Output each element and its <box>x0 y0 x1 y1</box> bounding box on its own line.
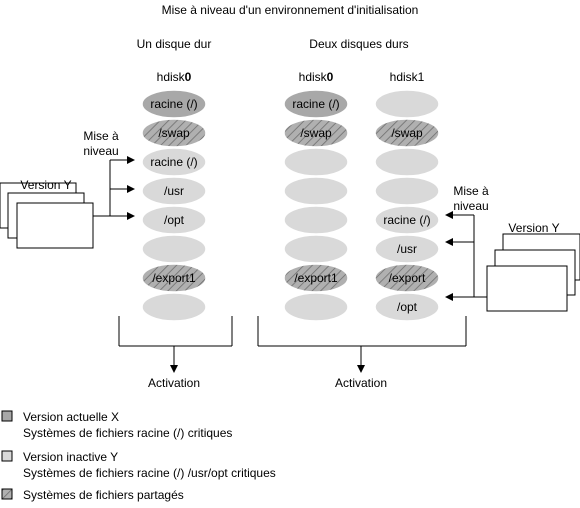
disk-slice-label: /export1 <box>152 271 196 285</box>
disk-slice-light <box>374 89 440 119</box>
left-upgrade-arrows <box>93 156 135 220</box>
legend-item-inactive: Version inactive Y Systèmes de fichiers … <box>1 450 276 480</box>
disk-slice-light <box>283 292 349 322</box>
right-disk0-stack: racine (/) /swap/export1 <box>283 89 349 322</box>
disk-slice-dark <box>141 89 207 119</box>
disk-slice-light <box>141 147 207 177</box>
disk-slice-light <box>374 147 440 177</box>
right-activation-label: Activation <box>335 376 387 390</box>
legend-item-current: Version actuelle X Systèmes de fichiers … <box>1 410 232 440</box>
disk-slice-light <box>141 205 207 235</box>
disk-slice-light <box>374 292 440 322</box>
disk-slice-light <box>141 292 207 322</box>
disk-slice-light <box>374 176 440 206</box>
left-activation-label: Activation <box>148 376 200 390</box>
disk-slice-label: racine (/) <box>383 213 430 227</box>
legend-inactive-line1: Version inactive Y <box>23 450 118 464</box>
legend-shared-line1: Systèmes de fichiers partagés <box>23 488 184 502</box>
disk-slice-label: /opt <box>164 213 185 227</box>
disk-slice-label: /export1 <box>294 271 338 285</box>
disk-slice-label: /usr <box>164 184 184 198</box>
legend: Version actuelle X Systèmes de fichiers … <box>1 410 276 502</box>
disk-slice-label: /export <box>389 271 426 285</box>
disk-slice-light <box>374 234 440 264</box>
diagram-title: Mise à niveau d'un environnement d'initi… <box>162 3 419 17</box>
disk-slice-label: /swap <box>300 126 332 140</box>
disk-slice-label: /swap <box>158 126 190 140</box>
disk-slice-hatch <box>374 118 440 148</box>
left-disk-label: hdisk0 <box>157 70 192 84</box>
disk-slice-label: racine (/) <box>292 97 339 111</box>
disk-slice-label: /swap <box>391 126 423 140</box>
right-disk1-label: hdisk1 <box>390 70 425 84</box>
right-heading: Deux disques durs <box>309 37 408 51</box>
legend-current-line1: Version actuelle X <box>23 410 119 424</box>
left-disk-stack: racine (/) /swap racine (/) /usr/opt/export… <box>141 89 207 322</box>
legend-current-line2: Systèmes de fichiers racine (/) critique… <box>23 426 232 440</box>
disk-slice-light <box>141 176 207 206</box>
right-version-y-docs <box>486 233 580 312</box>
disk-slice-label: racine (/) <box>150 155 197 169</box>
disk-slice-label: racine (/) <box>150 97 197 111</box>
disk-slice-light <box>141 234 207 264</box>
legend-inactive-line2: Systèmes de fichiers racine (/) /usr/opt… <box>23 466 276 480</box>
disk-slice-hatch <box>283 263 349 293</box>
legend-swatch-dark <box>1 410 13 422</box>
disk-slice-light <box>283 205 349 235</box>
legend-swatch-light <box>1 450 13 462</box>
disk-slice-hatch <box>141 263 207 293</box>
right-version-y-label: Version Y <box>508 221 559 235</box>
disk-slice-hatch <box>374 263 440 293</box>
left-heading: Un disque dur <box>137 37 212 51</box>
right-upgrade-arrows <box>445 211 487 301</box>
legend-swatch-hatch <box>1 488 13 500</box>
right-disk1-stack: /swap racine (/) /usr/export/opt <box>374 89 440 322</box>
disk-slice-label: /opt <box>397 300 418 314</box>
disk-slice-hatch <box>283 118 349 148</box>
disk-slice-light <box>283 176 349 206</box>
disk-slice-label: /usr <box>397 242 417 256</box>
left-version-y-label: Version Y <box>20 178 71 192</box>
left-activation-bracket <box>118 316 233 373</box>
disk-slice-light <box>374 205 440 235</box>
disk-slice-hatch <box>141 118 207 148</box>
disk-slice-light <box>283 234 349 264</box>
legend-item-shared: Systèmes de fichiers partagés <box>1 488 184 502</box>
left-version-y-docs <box>0 182 94 249</box>
disk-slice-light <box>283 147 349 177</box>
right-activation-bracket <box>257 316 467 373</box>
right-disk0-label: hdisk0 <box>299 70 334 84</box>
disk-slice-dark <box>283 89 349 119</box>
